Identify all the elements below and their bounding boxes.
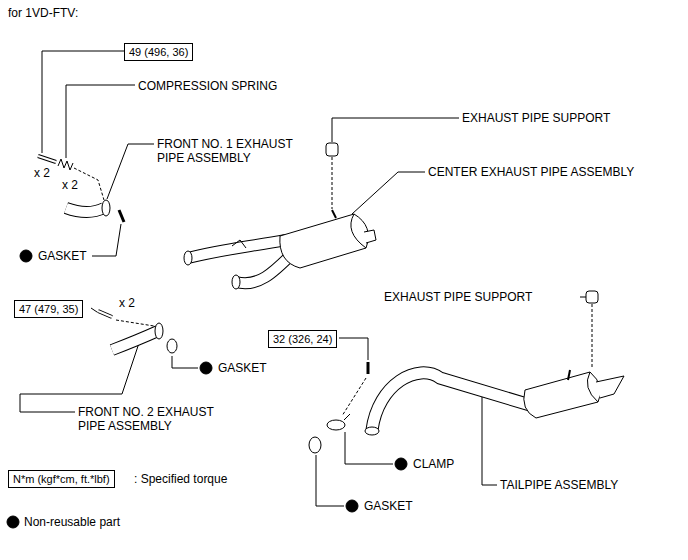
- dashed-line: [116, 320, 154, 326]
- dashed-line: [592, 304, 593, 368]
- gasket-symbol: [309, 437, 321, 453]
- bolt-symbol: [98, 311, 112, 317]
- hanger-rod: [568, 370, 570, 380]
- part-label: EXHAUST PIPE SUPPORT: [462, 111, 610, 125]
- non-reusable-dot: [200, 362, 212, 374]
- non-reusable-dot: [346, 500, 358, 512]
- bolt-symbol: [98, 311, 112, 317]
- torque-value: 32 (326, 24): [273, 333, 332, 345]
- part-label: FRONT NO. 1 EXHAUST PIPE ASSEMBLY: [157, 137, 307, 165]
- dashed-line: [332, 157, 333, 209]
- diagram-title: for 1VD-FTV:: [8, 6, 78, 20]
- part-label: x 2: [62, 178, 78, 192]
- leader-line: [332, 118, 459, 142]
- part-label: x 2: [34, 166, 50, 180]
- legend-dot: [7, 516, 19, 528]
- leader-line: [316, 455, 344, 506]
- part-label: EXHAUST PIPE SUPPORT: [384, 290, 532, 304]
- torque-value: N*m (kgf*cm, ft.*lbf): [13, 473, 110, 485]
- pipe-flange: [184, 251, 192, 265]
- pipe-body: [66, 208, 104, 212]
- part-label: GASKET: [218, 361, 267, 375]
- pipe-body: [372, 373, 530, 430]
- torque-box: 32 (326, 24): [268, 330, 337, 348]
- tail-tip: [596, 376, 624, 398]
- torque-value: 47 (479, 35): [19, 303, 78, 315]
- clamp-tab: [344, 414, 350, 420]
- bracket: [232, 240, 246, 248]
- muffler-end: [351, 214, 366, 248]
- pipe-outlet: [364, 230, 376, 243]
- pipe-outline: [236, 254, 292, 283]
- part-label: GASKET: [38, 249, 87, 263]
- part-label: TAILPIPE ASSEMBLY: [500, 478, 618, 492]
- support-rubber: [586, 291, 598, 303]
- hanger-rod: [332, 210, 336, 218]
- part-label: FRONT NO. 2 EXHAUST PIPE ASSEMBLY: [78, 405, 228, 433]
- part-label: CENTER EXHAUST PIPE ASSEMBLY: [428, 165, 634, 179]
- gasket-symbol: [167, 339, 177, 353]
- pipe-outline: [188, 240, 286, 258]
- non-reusable-dot: [20, 250, 32, 262]
- leader-line: [107, 144, 154, 199]
- pipe-flange: [232, 275, 240, 289]
- leader-line: [339, 338, 368, 360]
- torque-box: 47 (479, 35): [14, 300, 83, 318]
- leader-line: [172, 356, 198, 368]
- clamp-symbol: [327, 420, 345, 430]
- part-label: CLAMP: [413, 457, 454, 471]
- dashed-line: [342, 378, 366, 416]
- leader-line: [91, 308, 97, 312]
- leader-line: [580, 297, 586, 298]
- legend-text: : Specified torque: [134, 472, 227, 486]
- pipe-body: [236, 254, 292, 283]
- leader-line: [352, 172, 425, 214]
- pipe-flange: [102, 200, 110, 216]
- torque-value: 49 (496, 36): [129, 46, 188, 58]
- legend-text: Non-reusable part: [24, 515, 120, 529]
- pipe-flange: [155, 323, 163, 339]
- pipe-body: [112, 331, 158, 350]
- pipe-outline: [66, 208, 104, 212]
- gasket-symbol: [119, 210, 124, 222]
- torque-box: 49 (496, 36): [124, 43, 193, 61]
- pipe-outline: [372, 373, 530, 430]
- bolt-symbol: [38, 156, 56, 162]
- bolt-symbol: [367, 362, 370, 374]
- leader-line: [42, 51, 124, 153]
- muffler-body: [524, 372, 601, 418]
- non-reusable-dot: [395, 458, 407, 470]
- part-label: x 2: [119, 296, 135, 310]
- leader-line: [482, 397, 497, 485]
- bolt-symbol: [38, 156, 56, 162]
- leader-line: [66, 85, 135, 158]
- pipe-end: [365, 427, 379, 435]
- pipe-body: [188, 240, 286, 258]
- support-rubber: [326, 143, 338, 156]
- pipe-outline: [112, 331, 158, 350]
- leader-line: [345, 432, 393, 464]
- muffler-end: [587, 372, 598, 402]
- torque-box: N*m (kgf*cm, ft.*lbf): [8, 470, 115, 488]
- leader-line: [92, 224, 121, 256]
- part-label: COMPRESSION SPRING: [138, 79, 277, 93]
- dashed-line: [74, 168, 104, 200]
- muffler-body: [280, 214, 368, 268]
- part-label: GASKET: [364, 499, 413, 513]
- spring-symbol: [58, 159, 73, 170]
